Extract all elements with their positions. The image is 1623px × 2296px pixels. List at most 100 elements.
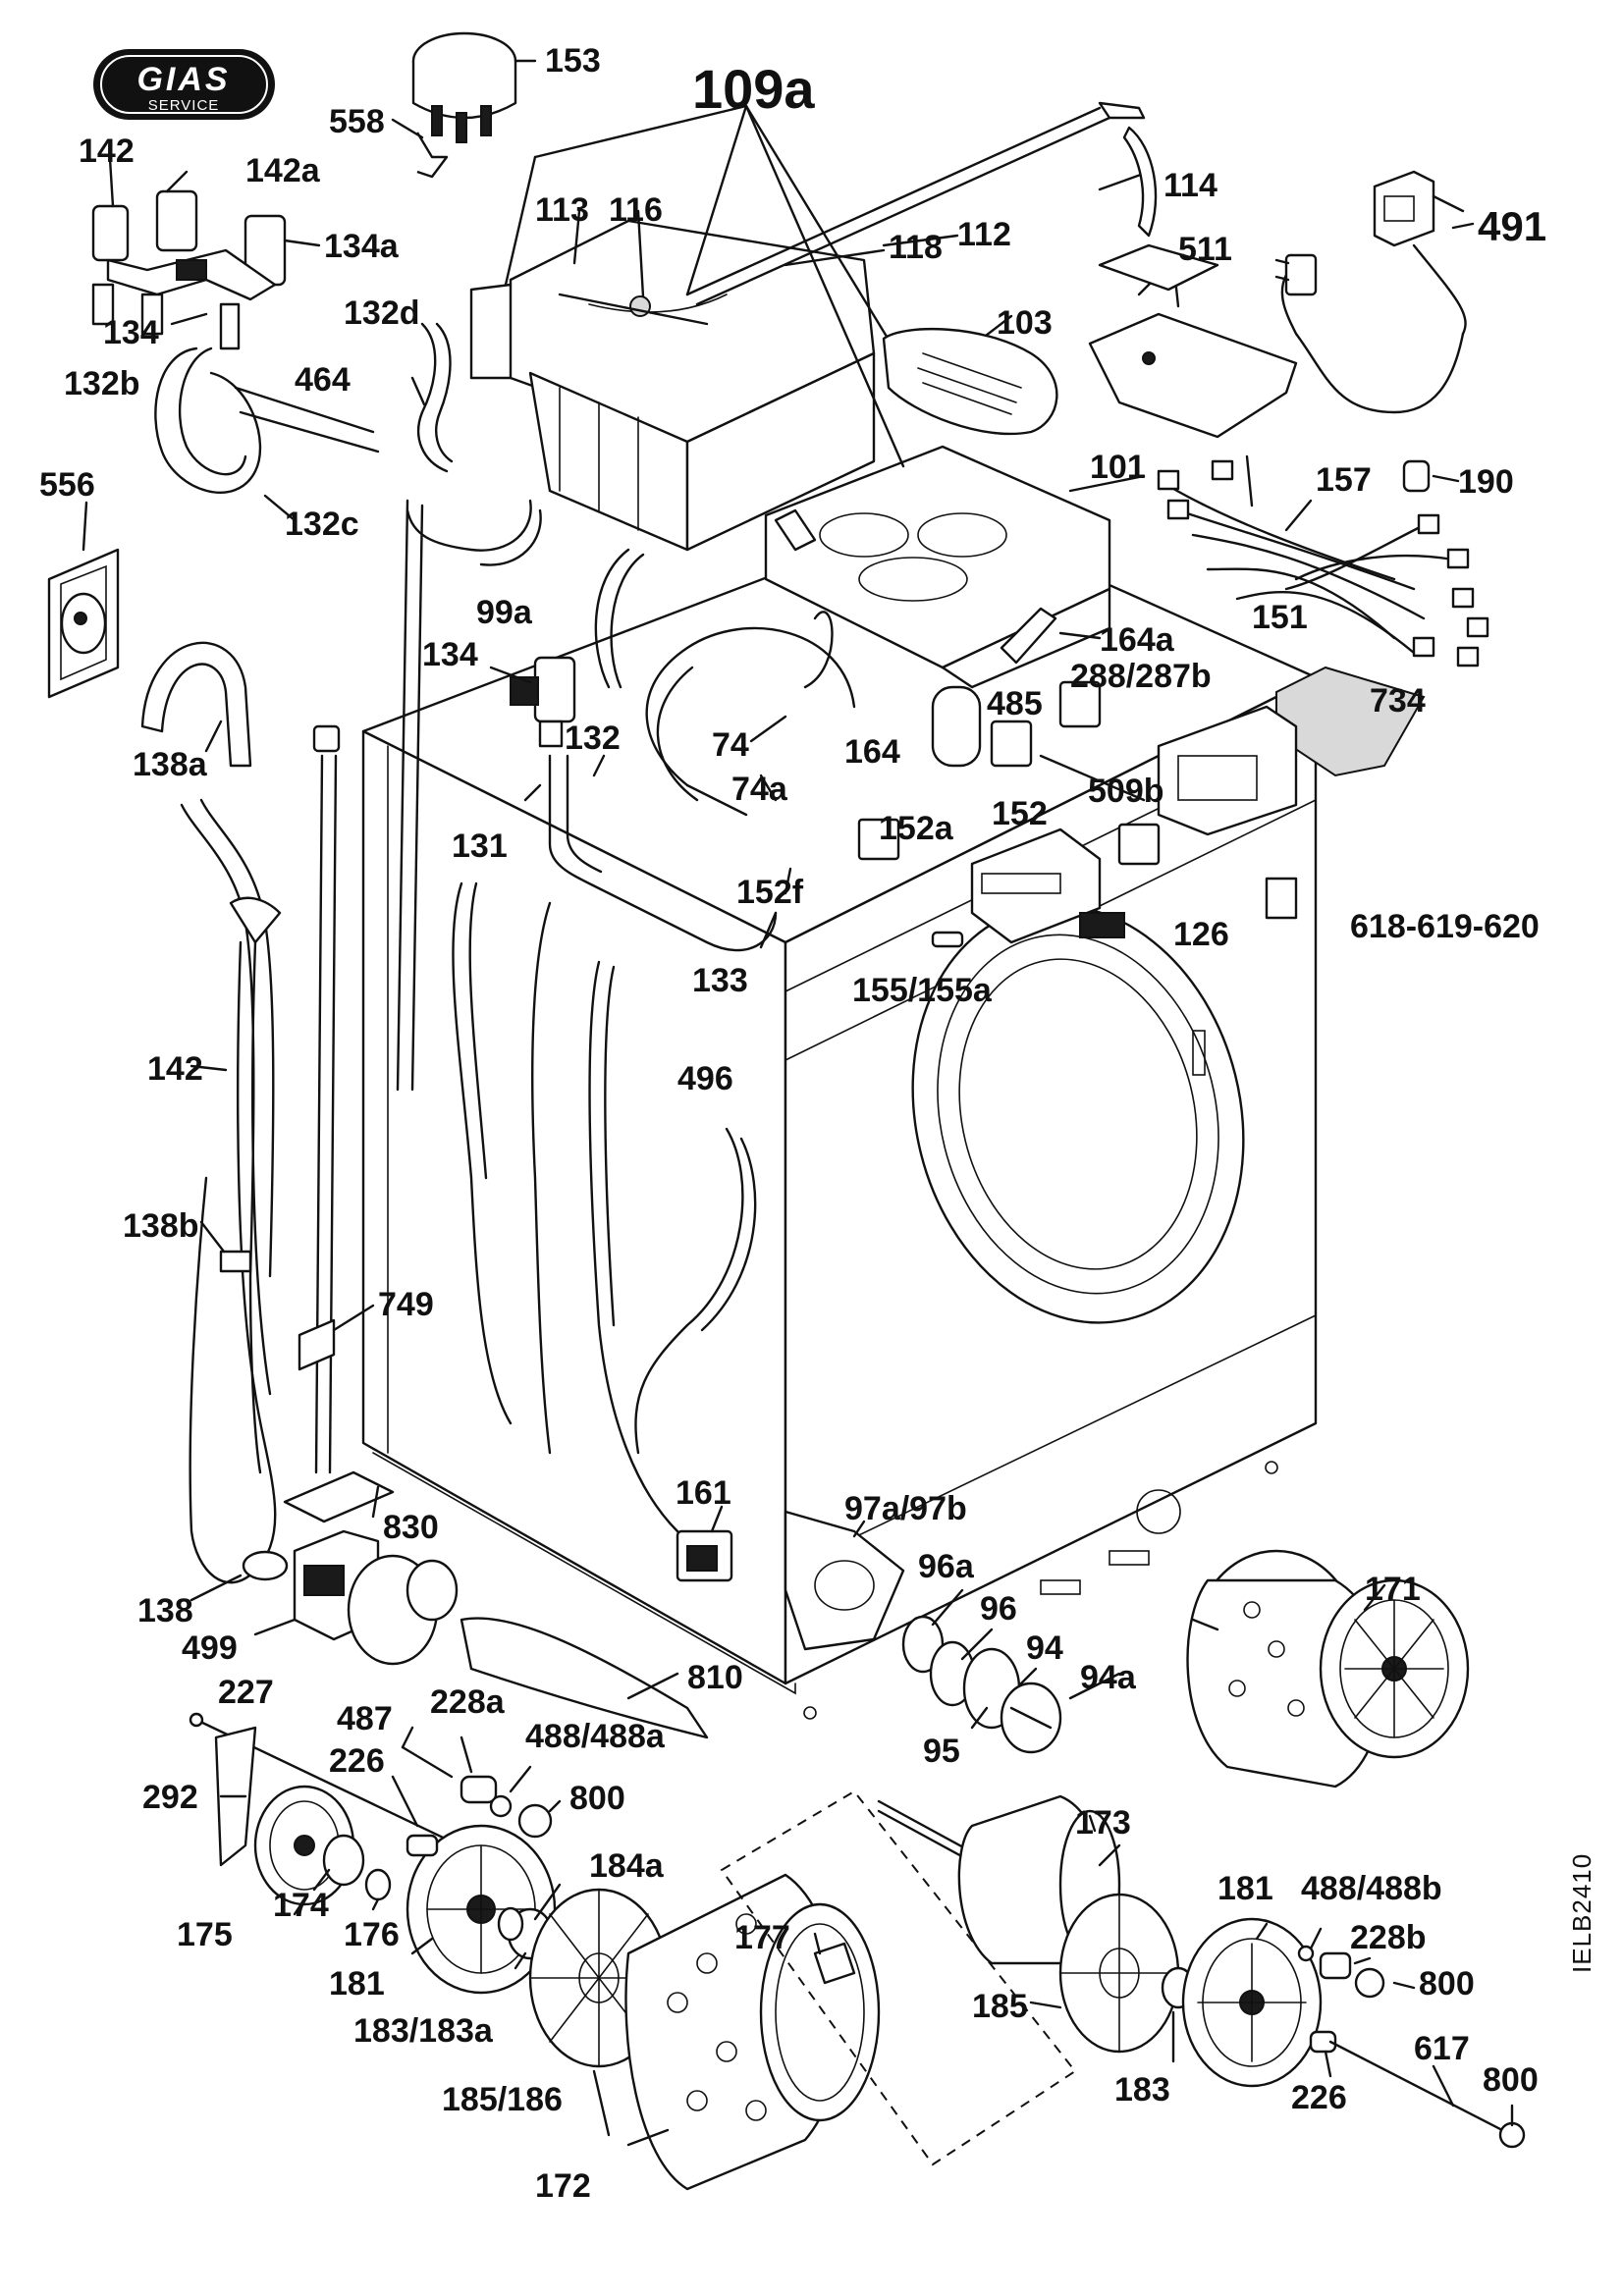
label-112: 112 [957, 216, 1011, 253]
label-164a: 164a [1100, 621, 1175, 659]
label-74a: 74a [731, 771, 788, 808]
logo-tagline: SERVICE [148, 97, 220, 114]
label-94a: 94a [1080, 1659, 1137, 1696]
label-132c: 132c [285, 506, 359, 543]
label-800-b: 800 [1419, 1965, 1475, 2002]
pressure-switch [391, 31, 537, 179]
label-464: 464 [295, 361, 351, 399]
rear-bearing-assembly-left [189, 1712, 562, 1995]
label-171: 171 [1365, 1571, 1421, 1608]
label-556: 556 [39, 466, 95, 504]
label-181-left: 181 [329, 1965, 385, 2002]
mid-valve [489, 656, 576, 748]
label-485: 485 [987, 685, 1043, 722]
label-183: 183 [1114, 2071, 1170, 2109]
label-749: 749 [378, 1286, 434, 1323]
label-94: 94 [1026, 1629, 1063, 1667]
label-288-287b: 288/287b [1070, 658, 1212, 695]
wall-bracket [47, 501, 120, 699]
label-810: 810 [687, 1659, 743, 1696]
label-96: 96 [980, 1590, 1017, 1628]
internal-hoses [452, 508, 856, 1533]
gias-service-logo: GIAS SERVICE [93, 49, 275, 120]
label-134-mid: 134 [422, 636, 478, 673]
label-74: 74 [712, 726, 749, 764]
label-103: 103 [997, 304, 1053, 342]
drawing-code: IELB2410 [1567, 1853, 1596, 1973]
label-228a: 228a [430, 1683, 506, 1721]
label-142a: 142a [245, 152, 321, 189]
label-157: 157 [1316, 461, 1372, 499]
assembly-bracket-line [469, 283, 513, 380]
inlet-hoses [154, 322, 542, 1092]
label-114: 114 [1163, 167, 1217, 204]
label-496: 496 [677, 1060, 733, 1097]
hose-clip [298, 1304, 375, 1371]
label-176: 176 [344, 1916, 400, 1953]
label-800-a: 800 [569, 1780, 625, 1817]
label-174: 174 [273, 1887, 329, 1924]
label-734: 734 [1370, 682, 1426, 720]
label-153: 153 [545, 42, 601, 80]
label-173: 173 [1075, 1804, 1131, 1842]
label-617: 617 [1414, 2030, 1470, 2067]
logo-brand: GIAS [136, 61, 230, 98]
label-118: 118 [889, 229, 943, 266]
label-134a: 134a [324, 228, 400, 265]
label-618-619-620: 618-619-620 [1350, 908, 1540, 945]
cabinet-illustration [361, 508, 1318, 1720]
label-132d: 132d [344, 294, 420, 332]
label-138: 138 [137, 1592, 193, 1629]
label-133: 133 [692, 962, 748, 999]
pump-filter [676, 1505, 905, 1651]
label-185-186: 185/186 [442, 2081, 563, 2118]
hose-guide [140, 641, 252, 768]
label-109a: 109a [692, 58, 815, 120]
label-131: 131 [452, 828, 508, 865]
label-138b: 138b [123, 1207, 199, 1245]
label-488-488a: 488/488a [525, 1718, 666, 1755]
control-components [857, 607, 1298, 948]
label-292: 292 [142, 1779, 198, 1816]
label-152: 152 [992, 795, 1048, 832]
label-113: 113 [535, 191, 589, 229]
wiring-harness [1157, 459, 1489, 667]
rear-bearing-assembly-right [877, 1794, 1526, 2149]
label-164: 164 [844, 733, 900, 771]
label-487: 487 [337, 1700, 393, 1737]
drum-dashed-box [720, 1789, 1077, 2166]
label-488-488b: 488/488b [1301, 1870, 1442, 1907]
label-228b: 228b [1350, 1919, 1427, 1956]
label-99a: 99a [476, 594, 533, 631]
label-151: 151 [1252, 599, 1308, 636]
label-499: 499 [182, 1629, 238, 1667]
label-97a-97b: 97a/97b [844, 1490, 967, 1527]
label-181-right: 181 [1217, 1870, 1273, 1907]
power-cord [1274, 170, 1475, 414]
drain-hose [180, 724, 341, 1602]
label-190: 190 [1458, 463, 1514, 501]
label-138a: 138a [133, 746, 208, 783]
label-511: 511 [1178, 231, 1232, 268]
label-95: 95 [923, 1733, 960, 1770]
label-226-left: 226 [329, 1742, 385, 1780]
label-184a: 184a [589, 1847, 665, 1885]
label-116: 116 [609, 191, 663, 229]
label-800-c: 800 [1483, 2061, 1539, 2099]
label-142-top: 142 [79, 133, 135, 170]
label-132-mid: 132 [565, 720, 621, 757]
label-491: 491 [1478, 203, 1546, 249]
label-177: 177 [734, 1919, 790, 1956]
label-155-155a: 155/155a [852, 972, 993, 1009]
detergent-tray [1088, 243, 1298, 439]
label-830: 830 [383, 1509, 439, 1546]
filter-cap [901, 1588, 1121, 1754]
label-172: 172 [535, 2167, 591, 2205]
label-183-183a: 183/183a [353, 2012, 494, 2050]
label-152f: 152f [736, 874, 804, 911]
top-rail [685, 101, 1158, 306]
label-509b: 509b [1088, 773, 1164, 810]
inlet-valves [91, 157, 321, 350]
label-152a: 152a [879, 810, 954, 847]
